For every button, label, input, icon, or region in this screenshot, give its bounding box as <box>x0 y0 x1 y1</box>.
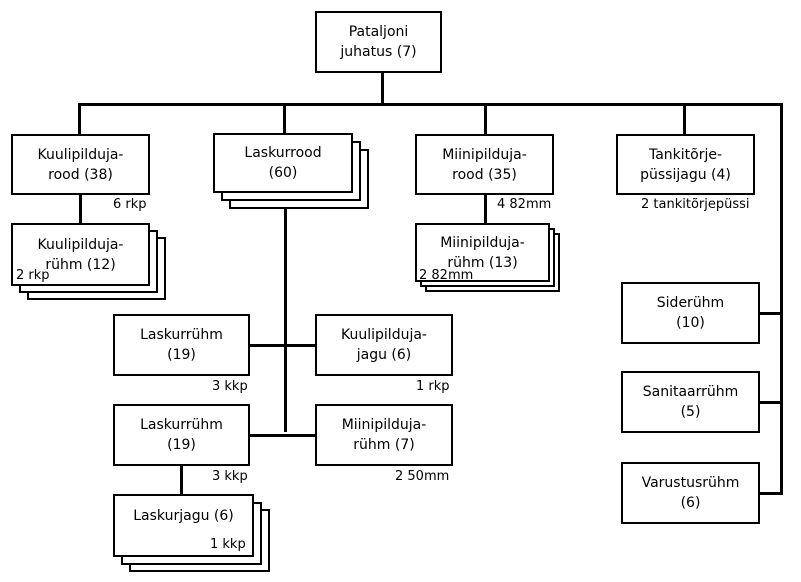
rifle-company-label: Laskurrood <box>244 145 322 161</box>
rifle-platoon-label: (19) <box>167 437 196 453</box>
mg-section-weapons-note: 1 rkp <box>416 379 450 394</box>
mg-platoon-label: rühm (12) <box>45 256 116 273</box>
mortar-company-box: Miinipilduja- rood (35) <box>415 134 554 195</box>
mortar-company-label: Miinipilduja- <box>442 146 527 163</box>
rifle-platoon-label: Laskurrühm <box>140 417 223 433</box>
mg-platoon-weapons-note: 2 rkp <box>16 268 50 283</box>
battalion-hq-box: Pataljoni juhatus (7) <box>315 11 442 73</box>
medical-platoon-label: (5) <box>680 404 701 420</box>
anti-tank-section-label: püssijagu (4) <box>640 166 731 183</box>
supply-platoon-label: (6) <box>680 495 701 511</box>
connector-line <box>249 434 317 437</box>
signal-platoon-label: Siderühm <box>656 295 725 311</box>
connector-line <box>283 103 286 135</box>
mortar-platoon-label: rühm (13) <box>447 254 518 271</box>
mortar-platoon-label: Miinipilduja- <box>440 234 525 251</box>
rifle-section-label: Laskurjagu (6) <box>133 508 234 524</box>
mg-company-box: Kuulipilduja- rood (38) <box>11 134 150 195</box>
anti-tank-section-weapons-note: 2 tankitõrjepüssi <box>641 197 750 212</box>
supply-platoon-box: Varustusrühm (6) <box>621 462 760 524</box>
rifle-platoon-weapons-note: 3 kkp <box>212 469 248 484</box>
mg-company-weapons-note: 6 rkp <box>113 197 147 212</box>
light-mortar-platoon-box: Miinipilduja- rühm (7) <box>315 404 453 466</box>
rifle-platoon-label: (19) <box>167 347 196 363</box>
mg-platoon-box: Kuulipilduja- rühm (12) <box>11 223 150 286</box>
connector-line <box>79 194 82 224</box>
mortar-platoon-weapons-note: 2 82mm <box>419 268 474 283</box>
rifle-section-weapons-note: 1 kkp <box>210 537 246 552</box>
mg-company-label: rood (38) <box>48 166 113 183</box>
mg-section-box: Kuulipilduja- jagu (6) <box>315 314 453 376</box>
rifle-company-label: (60) <box>268 165 298 181</box>
supply-platoon-label: Varustusrühm <box>641 475 740 491</box>
light-mortar-platoon-label: Miinipilduja- <box>341 417 427 433</box>
mg-company-label: Kuulipilduja- <box>37 146 124 163</box>
mg-platoon-label: Kuulipilduja- <box>37 236 124 253</box>
mortar-platoon-box: Miinipilduja- rühm (13) <box>415 223 550 282</box>
battalion-hq-label: Pataljoni <box>348 24 409 40</box>
connector-line <box>683 103 686 135</box>
rifle-company-box: Laskurrood (60) <box>213 133 353 193</box>
light-mortar-platoon-weapons-note: 2 50mm <box>395 469 450 484</box>
mortar-company-weapons-note: 4 82mm <box>497 197 552 212</box>
mg-section-label: jagu (6) <box>356 347 412 363</box>
connector-line <box>759 312 783 315</box>
rifle-platoon-box: Laskurrühm (19) <box>113 404 250 466</box>
rifle-platoon-box: Laskurrühm (19) <box>113 314 250 376</box>
rifle-platoon-weapons-note: 3 kkp <box>212 379 248 394</box>
connector-line <box>180 465 183 495</box>
connector-line <box>484 103 487 135</box>
anti-tank-section-label: Tankitõrje- <box>648 146 723 163</box>
signal-platoon-box: Siderühm (10) <box>621 282 760 344</box>
light-mortar-platoon-label: rühm (7) <box>353 437 415 453</box>
connector-line <box>381 72 384 104</box>
battalion-hq-label: juhatus (7) <box>340 44 417 60</box>
connector-line <box>780 103 783 495</box>
connector-line <box>759 492 783 495</box>
rifle-platoon-label: Laskurrühm <box>140 327 223 343</box>
connector-line <box>78 103 81 135</box>
mortar-company-label: rood (35) <box>452 166 517 183</box>
connector-line <box>78 103 782 106</box>
rifle-section-box: Laskurjagu (6) <box>113 494 254 557</box>
medical-platoon-label: Sanitaarrühm <box>642 384 739 400</box>
connector-line <box>249 344 317 347</box>
anti-tank-section-box: Tankitõrje- püssijagu (4) <box>616 134 755 195</box>
signal-platoon-label: (10) <box>676 315 705 331</box>
medical-platoon-box: Sanitaarrühm (5) <box>621 371 760 433</box>
connector-line <box>759 401 783 404</box>
connector-line <box>284 192 287 432</box>
mg-section-label: Kuulipilduja- <box>341 327 427 343</box>
connector-line <box>484 194 487 224</box>
